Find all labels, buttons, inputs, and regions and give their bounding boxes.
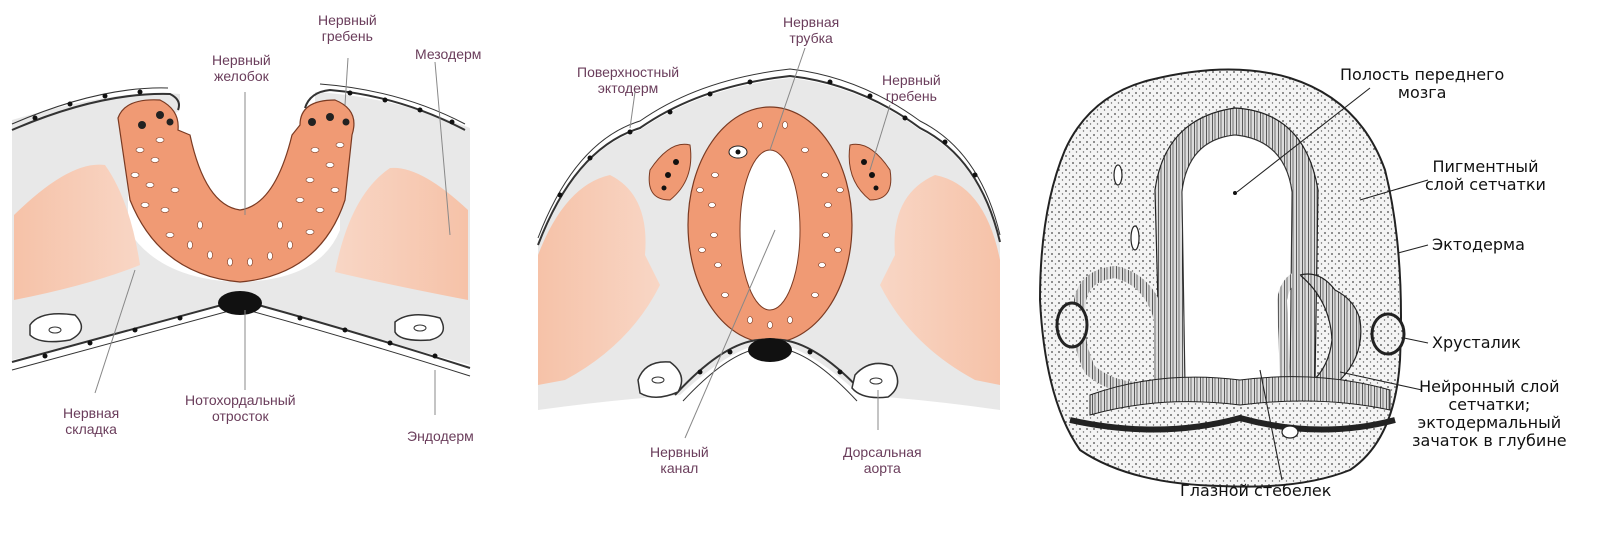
- panel2-crest-nuclei: [661, 159, 879, 191]
- label-endoderm: Эндодерм: [407, 428, 474, 444]
- panel-1-neural-groove-stage: [11, 57, 471, 415]
- panel2-tube-dorsal-nucleus: [735, 149, 741, 155]
- panel2-ectoderm-nuclei: [557, 79, 978, 198]
- label-lens: Хрусталик: [1432, 333, 1521, 352]
- panel1-neural-plate: [117, 99, 355, 283]
- panel1-ectoderm-right: [304, 88, 466, 131]
- panel1-mesoderm-left: [14, 164, 140, 300]
- panel-2-neural-tube-stage: [537, 47, 1001, 439]
- panel1-neural-cells: [130, 137, 345, 267]
- panel2-endoderm-nuclei: [697, 349, 843, 375]
- panel1-notochord: [218, 291, 262, 315]
- panel3-small-vessel-2: [1113, 164, 1123, 186]
- panel1-ectoderm-left: [11, 92, 180, 131]
- panel2-surface-ectoderm-inner: [537, 68, 1001, 239]
- panel1-ectoderm-nuclei: [32, 89, 455, 125]
- panel3-pointer-lines: [1236, 87, 1429, 481]
- panel2-neural-crest-left: [648, 143, 692, 201]
- panel2-notochord: [748, 338, 792, 362]
- panel3-cavity-point: [1233, 191, 1237, 195]
- label-optic-stalk: Глазной стебелек: [1180, 481, 1332, 500]
- label-ectoderm: Эктодерма: [1432, 235, 1525, 254]
- panel1-pointer-lines: [94, 57, 451, 415]
- panel2-mesoderm-right: [880, 175, 1000, 385]
- panel2-mesoderm-left: [538, 175, 660, 385]
- panel3-lens: [1370, 312, 1406, 356]
- panel1-mesoderm-right: [335, 167, 468, 300]
- panel2-surface-ectoderm: [537, 74, 1001, 246]
- panel1-endoderm-nuclei: [42, 315, 438, 359]
- panel2-neural-canal: [739, 149, 801, 311]
- panel3-small-vessel-3: [1130, 225, 1140, 251]
- panel1-ectoderm-left-inner: [11, 87, 169, 125]
- panel2-dorsal-aortas: [637, 361, 899, 399]
- panel3-small-vessel-1: [1281, 425, 1299, 439]
- panel2-neural-cells: [696, 121, 844, 329]
- panel-3-optic-cup-section: [1038, 68, 1429, 488]
- panel2-neural-crest-right: [848, 143, 892, 201]
- panel2-pointer-lines: [629, 47, 891, 439]
- panel1-crest-cells: [138, 111, 350, 129]
- panel3-optic-stalk: [1089, 376, 1391, 416]
- panel3-forebrain-cavity: [1181, 134, 1293, 381]
- panel1-ectoderm-right-inner: [319, 83, 466, 125]
- panel3-lower-band: [1069, 414, 1396, 433]
- panel1-vessels: [29, 313, 445, 343]
- label-mesoderm: Мезодерм: [415, 46, 482, 62]
- panel3-left-ring: [1055, 301, 1089, 349]
